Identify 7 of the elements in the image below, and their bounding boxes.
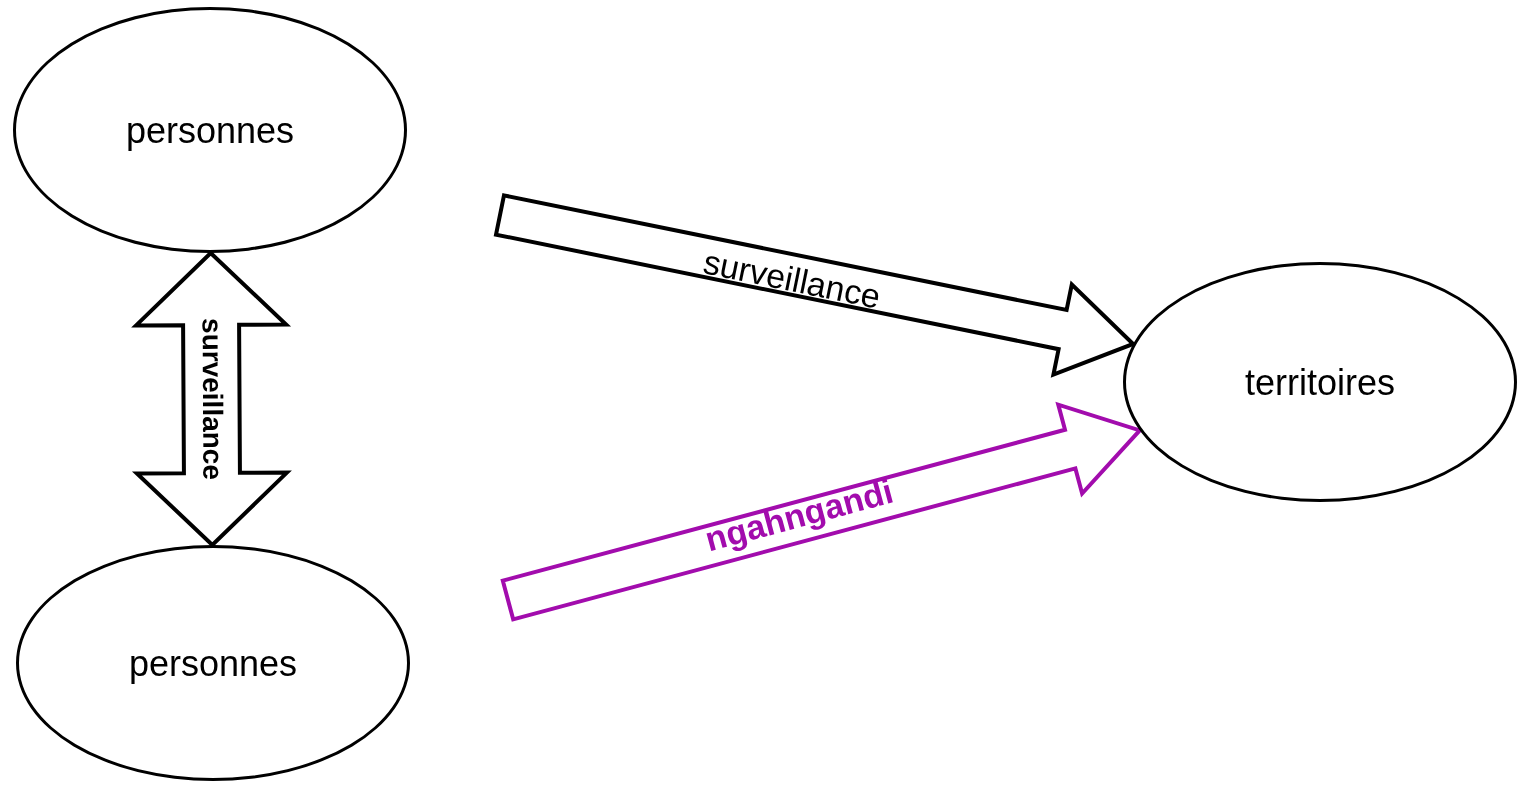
node-label: personnes [125, 108, 295, 153]
node-label: personnes [128, 641, 298, 686]
node-label: territoires [1245, 360, 1395, 405]
edge-label: surveillance [700, 244, 883, 315]
block-arrow [493, 193, 1137, 378]
edge-label: surveillance [197, 317, 226, 480]
block-arrow [131, 250, 292, 548]
